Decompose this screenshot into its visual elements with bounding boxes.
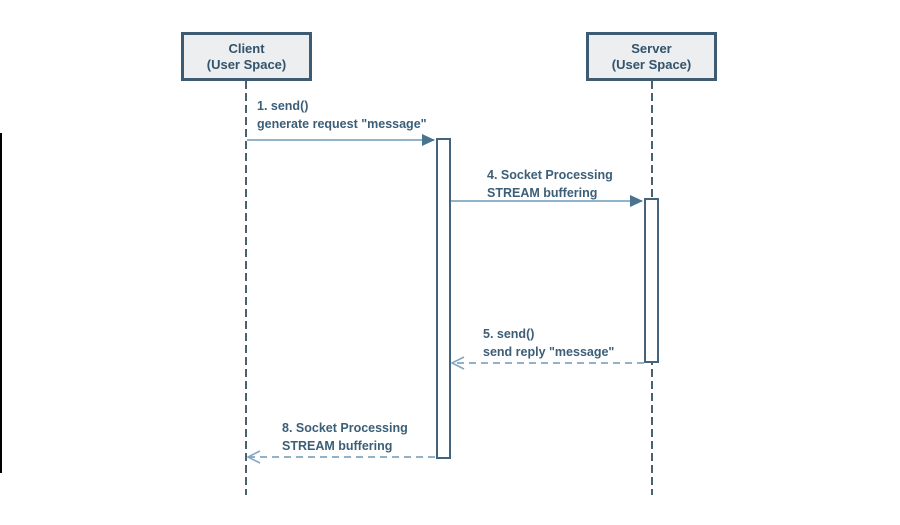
participant-client-name: Client: [228, 40, 265, 56]
message-1-label: 1. send() generate request "message": [257, 97, 427, 133]
message-8-label: 8. Socket Processing STREAM buffering: [282, 419, 408, 455]
participant-server-subtitle: (User Space): [611, 56, 692, 72]
message-8-line-1: 8. Socket Processing: [282, 421, 408, 435]
message-8-line-2: STREAM buffering: [282, 439, 393, 453]
message-1-line-1: 1. send(): [257, 99, 309, 113]
message-1-line-2: generate request "message": [257, 117, 427, 131]
server-activation-bar: [644, 198, 659, 363]
message-5-line-2: send reply "message": [483, 345, 615, 359]
client-side-activation-bar: [436, 138, 451, 459]
participant-server-name: Server: [631, 40, 672, 56]
participant-client-box: Client (User Space): [181, 32, 312, 81]
message-5-line-1: 5. send(): [483, 327, 535, 341]
participant-client-subtitle: (User Space): [206, 56, 287, 72]
left-edge-artifact-line: [0, 133, 2, 473]
participant-server-box: Server (User Space): [586, 32, 717, 81]
message-5-label: 5. send() send reply "message": [483, 325, 614, 361]
message-4-line-2: STREAM buffering: [487, 186, 598, 200]
message-4-label: 4. Socket Processing STREAM buffering: [487, 166, 613, 202]
message-4-line-1: 4. Socket Processing: [487, 168, 613, 182]
